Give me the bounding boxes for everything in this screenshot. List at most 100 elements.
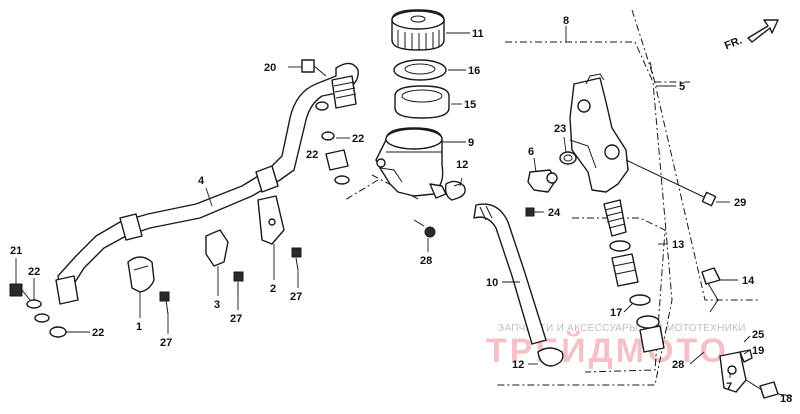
bolt-28-upper-shank (413, 219, 425, 227)
callout-18: 18 (780, 393, 792, 405)
master-cylinder (569, 73, 629, 193)
push-rod-shaft (705, 279, 719, 313)
brake-hose-body (57, 62, 359, 293)
banjo-fitting-upper-washer (334, 175, 350, 185)
callout-22-lower-b: 22 (92, 327, 104, 339)
master-cylinder-detail (569, 139, 597, 169)
front-arrow-icon (747, 19, 779, 43)
banjo-bolt-21-shank (21, 289, 31, 301)
callout-8: 8 (563, 15, 569, 27)
reservoir-cap-ribs (397, 30, 440, 50)
watermark-logo-text: ТРЕЙДМОТО (486, 331, 729, 370)
piston-kit (603, 199, 665, 353)
callout-14: 14 (742, 275, 755, 287)
reservoir-outlet (429, 183, 447, 199)
bolt-28-upper (413, 219, 436, 238)
callout-12-lower: 12 (512, 359, 524, 371)
reservoir-hose-end-marks (479, 205, 493, 221)
screw-24-head (525, 207, 535, 217)
leader-18 (777, 393, 793, 397)
callout-27-left: 27 (160, 337, 172, 349)
callout-5: 5 (679, 81, 685, 93)
reservoir-cap (391, 9, 445, 51)
callout-3: 3 (214, 299, 220, 311)
hose-clamp-1 (127, 256, 155, 293)
banjo-bolt-20-shank (313, 65, 327, 77)
hose-clamp-2-hole (268, 218, 276, 226)
clevis-lock (739, 349, 753, 363)
callout-2: 2 (270, 283, 276, 295)
leader-28-lower (689, 351, 705, 365)
cotter-pin-18 (759, 381, 779, 399)
sealing-washer-upper-a (315, 101, 329, 111)
callout-numbers: 11 16 15 9 8 5 20 22 22 22 22 12 12 23 6… (10, 15, 792, 405)
callout-23: 23 (554, 123, 566, 135)
reservoir-diaphragm (394, 85, 450, 119)
clevis-pin-hole (727, 365, 737, 375)
banjo-bolt-20-head (301, 59, 315, 73)
leader-19 (743, 349, 751, 355)
leader-17 (623, 303, 633, 313)
brake-hose-sleeve-mid (255, 165, 279, 193)
diaphragm-rim (401, 89, 443, 103)
callout-12-upper: 12 (456, 159, 468, 171)
sealing-washers-upper (315, 101, 335, 141)
piston-spring-coils (604, 205, 626, 229)
diaphragm-plate-inner (404, 63, 436, 75)
callout-20: 20 (264, 62, 276, 74)
diaphragm-plate (393, 59, 447, 81)
clevis-bracket (719, 349, 779, 399)
push-rod-nut (701, 267, 721, 285)
callout-9: 9 (468, 137, 474, 149)
reservoir-hose (473, 203, 547, 345)
reservoir-mount-hole (376, 158, 386, 168)
front-direction-label: FR. (723, 34, 744, 52)
callout-22-upper-left: 22 (306, 149, 318, 161)
leader-6 (533, 157, 537, 173)
banjo-bolt-21-head (9, 283, 23, 297)
watermark: ЗАПЧАСТИ И АКСЕССУАРЫ ДЛЯ МОТОТЕХНИКИ ТР… (486, 323, 745, 370)
reservoir-cap-top (391, 10, 445, 30)
master-cylinder-top (585, 73, 605, 85)
bolt-27-left (159, 291, 170, 315)
brake-hose-fitting-lower (55, 275, 79, 305)
piston-body-grooves (613, 261, 637, 275)
clevis-link (745, 379, 763, 391)
brake-hose-fitting-upper (331, 75, 357, 109)
diaphragm-plate-outer (393, 59, 447, 81)
callout-4: 4 (198, 175, 205, 187)
brake-hose-sleeve-left (119, 213, 143, 241)
hose-joint-port (546, 172, 558, 184)
master-cylinder-body (569, 77, 629, 193)
bolt-27-right-shank (295, 257, 299, 271)
hose-guide-3 (205, 229, 229, 267)
bolt-27-mid-head (233, 271, 244, 282)
master-cylinder-port (577, 99, 591, 113)
circlip-17 (629, 294, 651, 306)
callout-28-upper: 28 (420, 255, 432, 267)
leader-12-upper (459, 177, 463, 187)
callout-11: 11 (472, 28, 484, 40)
callout-22-lower-a: 22 (28, 266, 40, 278)
hose-clamp-lower-ring (537, 347, 564, 367)
banjo-fitting-upper-body (325, 149, 349, 171)
reservoir-detail-lines (379, 151, 442, 183)
callout-7: 7 (726, 381, 732, 393)
hose-clamp-upper-ring (444, 180, 466, 201)
hose-joint-6 (527, 169, 558, 193)
callout-22-upper-right: 22 (352, 133, 364, 145)
leader-4 (205, 187, 213, 207)
brake-reservoir (375, 127, 447, 199)
callout-27-right: 27 (290, 291, 302, 303)
callout-28-lower: 28 (672, 359, 684, 371)
hose-clamp-1-body (127, 256, 155, 293)
sealing-washers-lower (26, 299, 67, 338)
banjo-bolt-20 (301, 59, 327, 77)
o-ring-23-inner (563, 154, 573, 162)
assembly-outline-right (649, 61, 760, 301)
assembly-outline-5 (631, 9, 690, 83)
bolt-29-head (701, 191, 717, 207)
bolt-27-left-head (159, 291, 170, 302)
bolt-27-right (291, 247, 302, 271)
